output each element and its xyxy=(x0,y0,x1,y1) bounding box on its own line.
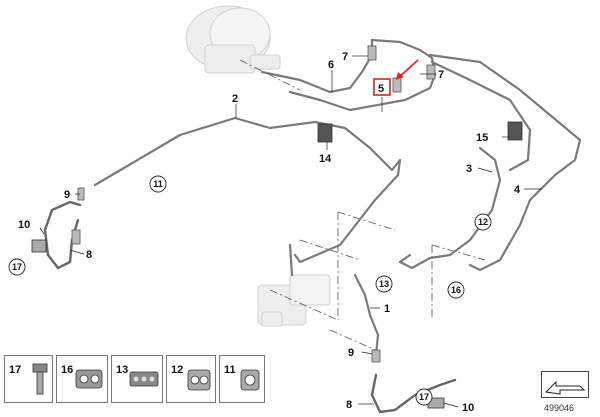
callout-7-right: 7 xyxy=(438,69,444,81)
circle-12 xyxy=(474,213,492,231)
circle-16 xyxy=(447,281,465,299)
brake-lines xyxy=(93,38,582,357)
legend-item-13: 13 xyxy=(111,355,163,403)
callout-10-rear: 10 xyxy=(462,402,474,414)
brake-line-upper xyxy=(288,38,437,112)
reference-lines xyxy=(239,59,486,353)
legend-label-11: 11 xyxy=(224,364,236,376)
multi-clip-icon xyxy=(129,371,159,387)
legend-label-12: 12 xyxy=(171,364,184,376)
brake-line-1 xyxy=(353,273,380,357)
circle-label-16: 16 xyxy=(451,285,461,295)
double-clip-icon xyxy=(187,369,211,391)
brake-line-3 xyxy=(398,146,502,270)
legend-item-16: 16 xyxy=(56,355,108,403)
holder-parts xyxy=(31,121,523,409)
callout-3: 3 xyxy=(466,163,472,175)
callout-1: 1 xyxy=(384,303,390,315)
legend-label-13: 13 xyxy=(116,364,129,376)
direction-arrow-box xyxy=(541,371,589,398)
holder-15 xyxy=(507,121,523,141)
highlight-part-5 xyxy=(373,59,419,96)
brake-hoses xyxy=(43,200,457,414)
circle-label-11: 11 xyxy=(153,179,163,189)
clip-icon xyxy=(75,369,103,389)
callout-15: 15 xyxy=(476,132,488,144)
single-clip-icon xyxy=(240,369,260,391)
circle-17-front xyxy=(8,258,26,276)
circled-callout-labels: 11 12 13 16 17 17 xyxy=(12,179,488,402)
circle-label-17-rear: 17 xyxy=(419,392,429,402)
callout-14: 14 xyxy=(319,153,332,165)
bolt-icon xyxy=(32,363,48,395)
abs-unit-ghost xyxy=(257,274,331,327)
callout-9-front: 9 xyxy=(64,189,70,201)
callout-6: 6 xyxy=(328,59,334,71)
callout-2: 2 xyxy=(232,93,238,105)
callout-5: 5 xyxy=(378,83,384,95)
circle-label-17-front: 17 xyxy=(12,262,22,272)
brake-line-2 xyxy=(93,116,402,264)
circle-label-13: 13 xyxy=(379,279,389,289)
circle-11 xyxy=(149,175,167,193)
highlight-frame xyxy=(373,78,391,96)
callout-8-rear: 8 xyxy=(346,399,352,411)
circle-label-12: 12 xyxy=(478,217,488,227)
circle-17-rear xyxy=(415,388,433,406)
highlight-arrow-head xyxy=(396,72,404,80)
holder-14 xyxy=(317,123,333,143)
callout-9-rear: 9 xyxy=(348,347,354,359)
part-callouts: 1 2 3 4 5 6 7 7 8 8 9 9 10 10 14 15 xyxy=(18,51,521,414)
legend-item-11: 11 xyxy=(219,355,265,403)
brake-booster-ghost xyxy=(185,5,281,74)
callout-7-left: 7 xyxy=(342,51,348,63)
brake-hose-8-front xyxy=(43,200,82,270)
direction-arrow-icon xyxy=(544,380,586,395)
circled-callouts xyxy=(8,175,492,406)
callout-4: 4 xyxy=(514,184,521,196)
legend-label-17: 17 xyxy=(9,364,22,376)
legend-item-12: 12 xyxy=(166,355,216,403)
leader-lines xyxy=(39,55,542,408)
catalog-number: 499046 xyxy=(543,403,574,413)
legend-label-16: 16 xyxy=(61,364,74,376)
brake-hose-8-rear xyxy=(370,373,457,414)
callout-10-front: 10 xyxy=(18,219,30,231)
callout-8-front: 8 xyxy=(86,249,92,261)
legend-item-17: 17 xyxy=(4,355,53,403)
circle-13 xyxy=(375,275,393,293)
brake-line-4 xyxy=(428,53,582,272)
